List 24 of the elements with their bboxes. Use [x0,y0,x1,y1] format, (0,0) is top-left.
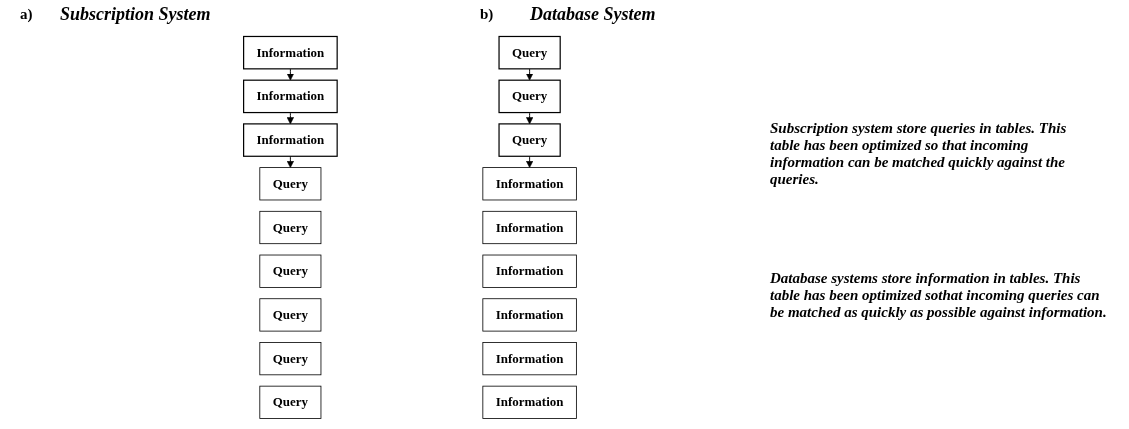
node-box: Query [259,254,322,288]
node-box: Information [243,123,338,157]
panel-title: Subscription System [60,4,212,25]
panel-title: Database System [530,4,657,25]
node-box: Query [259,342,322,376]
node-box: Query [259,167,322,201]
node-box: Query [259,385,322,419]
panel-letter: b) [480,6,495,23]
node-box: Information [482,385,577,419]
node-box: Information [482,210,577,245]
node-box: Information [243,35,338,70]
node-box: Information [482,342,577,376]
node-box: Query [498,123,561,157]
node-box: Query [259,298,322,332]
note-text: Database systems store information in tables. This table has been optimized sothat incoming queries can be matched as quickly as possible against information. [770,270,1108,321]
note-text: Subscription system store queries in tables. This table has been optimized so that incoming information can be matched quickly against the queries. [770,120,1068,188]
panel-letter: a) [20,6,34,23]
node-box: Query [498,79,561,114]
node-box: Information [482,298,577,332]
node-box: Information [243,79,338,114]
node-box: Query [498,35,561,70]
node-box: Information [482,254,577,288]
node-box: Query [259,210,322,245]
node-box: Information [482,167,577,201]
